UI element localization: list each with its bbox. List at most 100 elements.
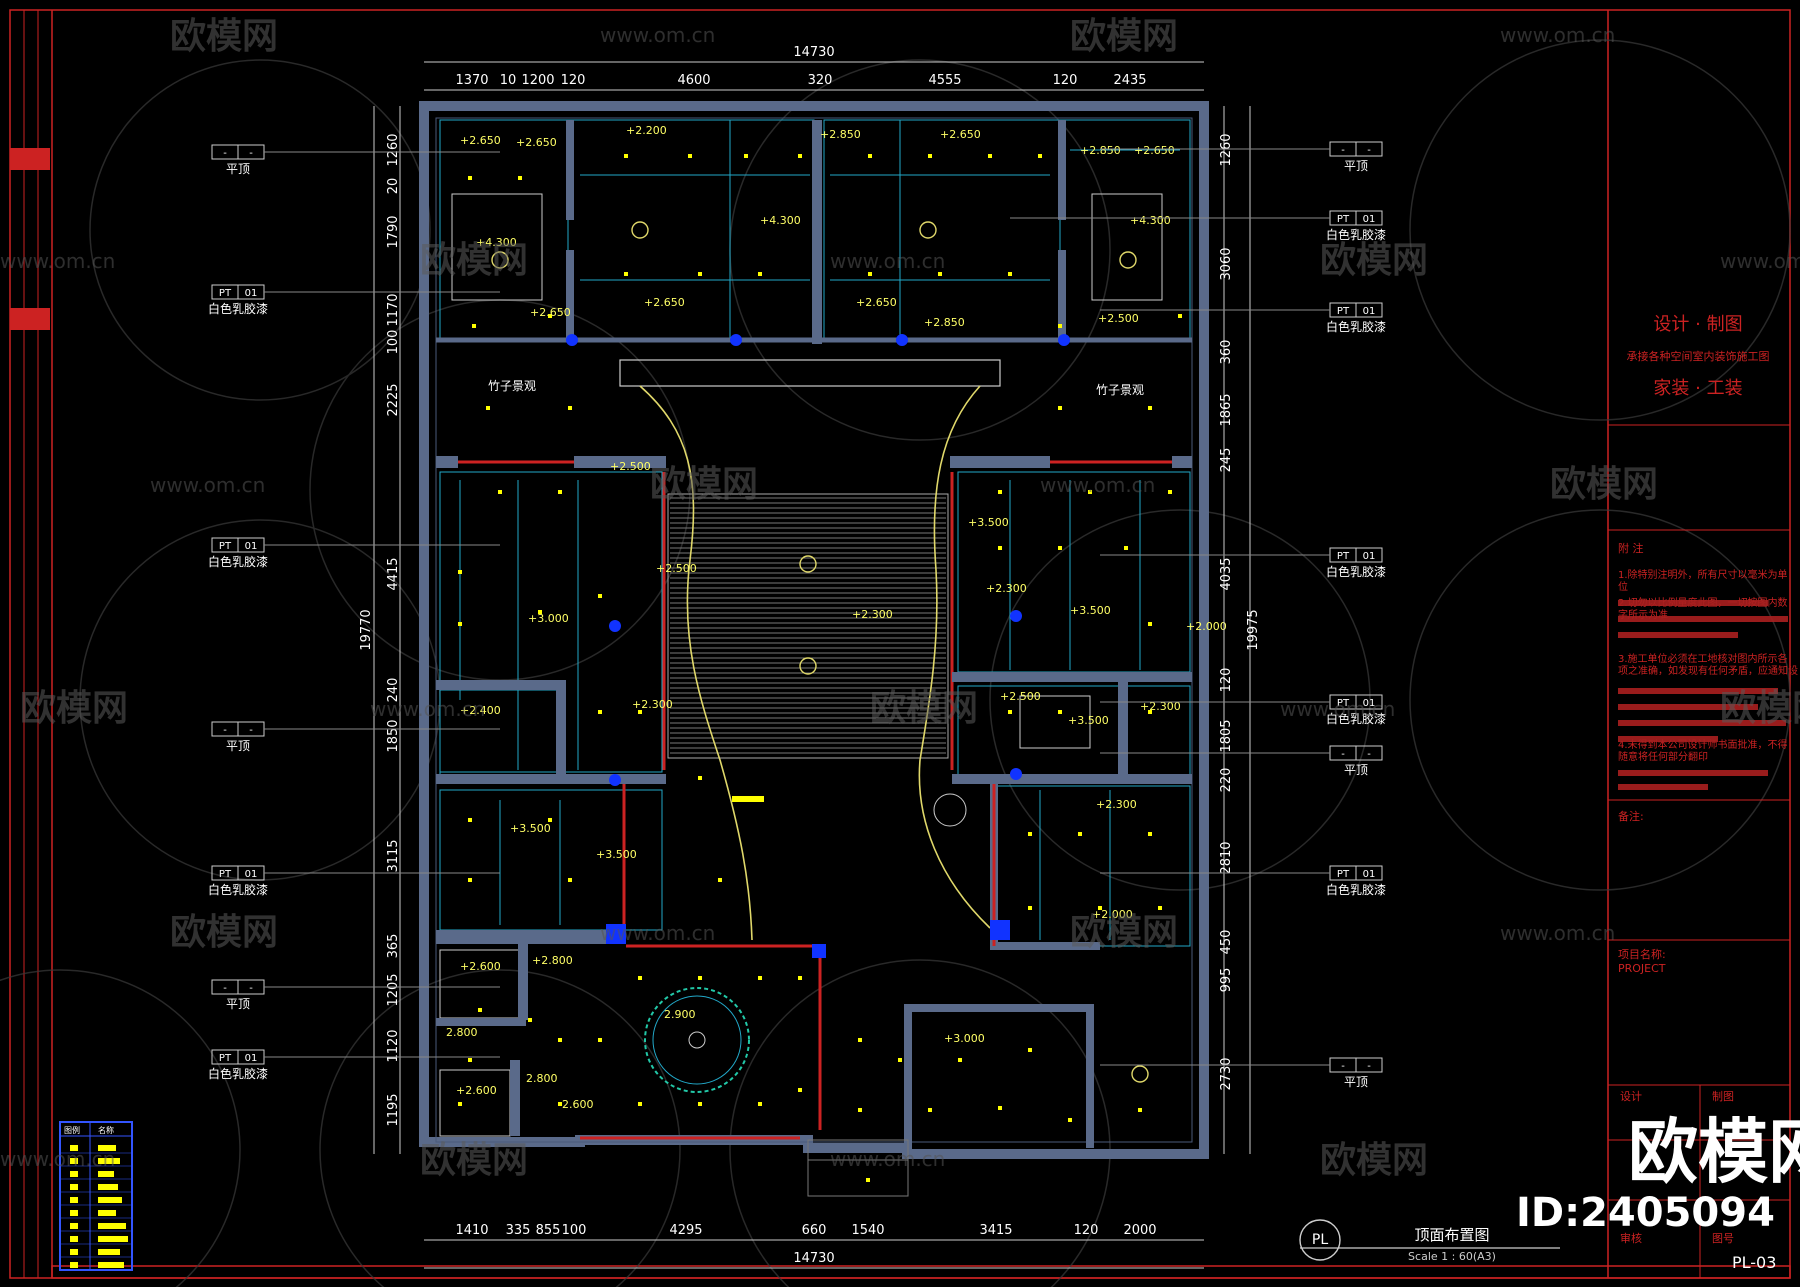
- title-block-design: 设计 · 制图: [1653, 314, 1742, 335]
- watermark-brand: 欧模网: [1320, 240, 1428, 281]
- round-fixtures: [491, 221, 1149, 1083]
- light-point: [868, 272, 872, 276]
- svg-text:白色乳胶漆: 白色乳胶漆: [208, 1066, 268, 1081]
- dim-bottom: 855: [536, 1223, 561, 1238]
- light-point: [1138, 1108, 1142, 1112]
- light-point: [518, 176, 522, 180]
- watermark-brand: 欧模网: [1070, 912, 1178, 953]
- left-red: [580, 784, 822, 1140]
- dim-top: 1200: [521, 73, 554, 88]
- svg-text:-: -: [223, 983, 227, 994]
- level-label: 2.900: [664, 1008, 696, 1021]
- dim-left: 20: [386, 178, 401, 195]
- dim-top: 10: [500, 73, 517, 88]
- dim-top: 120: [561, 73, 586, 88]
- light-point: [624, 272, 628, 276]
- light-point: [998, 490, 1002, 494]
- svg-text:01: 01: [245, 541, 258, 552]
- dim-bottom-total: 14730: [793, 1251, 834, 1266]
- light-point: [548, 818, 552, 822]
- draw-label: 制图: [1712, 1090, 1734, 1103]
- svg-text:PT: PT: [219, 541, 232, 552]
- mid-walls: [436, 456, 1192, 468]
- project-label: 项目名称:: [1618, 947, 1666, 961]
- material-tag-flat: --平顶: [1100, 745, 1383, 777]
- svg-text:白色乳胶漆: 白色乳胶漆: [208, 554, 268, 569]
- light-point: [758, 1102, 762, 1106]
- svg-text:白色乳胶漆: 白色乳胶漆: [1326, 882, 1386, 897]
- svg-text:-: -: [223, 148, 227, 159]
- dim-bottom: 2000: [1123, 1223, 1156, 1238]
- level-label: +3.500: [1070, 604, 1111, 617]
- light-point: [798, 1088, 802, 1092]
- light-point: [558, 490, 562, 494]
- watermark-id: ID:2405094: [1516, 1190, 1775, 1236]
- level-label: +2.650: [460, 134, 501, 147]
- light-point: [998, 546, 1002, 550]
- svg-text:PT: PT: [1337, 698, 1350, 709]
- svg-text:PT: PT: [219, 1053, 232, 1064]
- level-label: 2.800: [526, 1072, 558, 1085]
- dim-left-total: 19770: [359, 609, 374, 650]
- svg-text:01: 01: [245, 1053, 258, 1064]
- light-point: [698, 776, 702, 780]
- svg-text:-: -: [249, 983, 253, 994]
- level-labels: +2.650+2.650+2.200+2.850+2.650+4.300+4.3…: [446, 124, 1227, 1111]
- light-point: [1078, 832, 1082, 836]
- light-point: [638, 1102, 642, 1106]
- dim-right: 1260: [1219, 133, 1234, 166]
- dim-left: 1260: [386, 133, 401, 166]
- level-label: +2.000: [1186, 620, 1227, 633]
- light-point: [478, 1008, 482, 1012]
- remarks-label: 备注:: [1618, 809, 1644, 823]
- light-point: [1058, 546, 1062, 550]
- planter-rock: [933, 793, 967, 827]
- light-point: [1124, 546, 1128, 550]
- watermark-brand: 欧模网: [420, 240, 528, 281]
- light-point: [744, 154, 748, 158]
- svg-text:PT: PT: [1337, 214, 1350, 225]
- light-point: [698, 976, 702, 980]
- material-tag-pt01: PT 01 白色乳胶漆: [208, 537, 500, 569]
- level-label: 2.600: [562, 1098, 594, 1111]
- notes-heading: 附 注: [1618, 541, 1644, 555]
- watermark-brand: 欧模网: [1550, 464, 1658, 505]
- redacted-note-bars: [1618, 600, 1788, 790]
- svg-text:平顶: 平顶: [226, 739, 250, 753]
- title-bubble-label: PL: [1312, 1232, 1328, 1248]
- material-tag-pt01: PT 01 白色乳胶漆: [208, 1049, 500, 1081]
- watermark-brand: 欧模网: [650, 464, 758, 505]
- svg-text:01: 01: [1363, 551, 1376, 562]
- light-point: [468, 818, 472, 822]
- level-label: +2.850: [820, 128, 861, 141]
- light-point: [988, 154, 992, 158]
- light-point: [758, 976, 762, 980]
- light-point: [528, 1018, 532, 1022]
- light-point: [498, 490, 502, 494]
- light-point: [868, 154, 872, 158]
- light-point: [598, 1038, 602, 1042]
- light-point: [624, 154, 628, 158]
- level-label: +2.500: [656, 562, 697, 575]
- level-label: +2.300: [986, 582, 1027, 595]
- title-block-type: 家装 · 工装: [1653, 378, 1742, 399]
- watermark-brand: 欧模网: [870, 688, 978, 729]
- dim-right: 1805: [1219, 719, 1234, 752]
- slat-frame: [667, 493, 949, 759]
- level-label: +2.300: [1096, 798, 1137, 811]
- light-point: [688, 154, 692, 158]
- dim-left: 240: [386, 678, 401, 703]
- watermark-url: www.om.cn: [1720, 249, 1800, 273]
- light-point: [858, 1108, 862, 1112]
- svg-text:01: 01: [1363, 306, 1376, 317]
- dim-right: 120: [1219, 668, 1234, 693]
- landscape-curves: [639, 385, 991, 941]
- dim-right: 245: [1219, 448, 1234, 473]
- watermark-url: www.om.cn: [1040, 473, 1155, 497]
- light-point: [898, 1058, 902, 1062]
- sheet-number: PL-03: [1732, 1253, 1776, 1272]
- title-block-service: 承接各种空间室内装饰施工图: [1627, 349, 1770, 363]
- light-point: [1098, 906, 1102, 910]
- mid-red-lines: [458, 460, 1172, 770]
- watermark-url: www.om.cn: [0, 249, 115, 273]
